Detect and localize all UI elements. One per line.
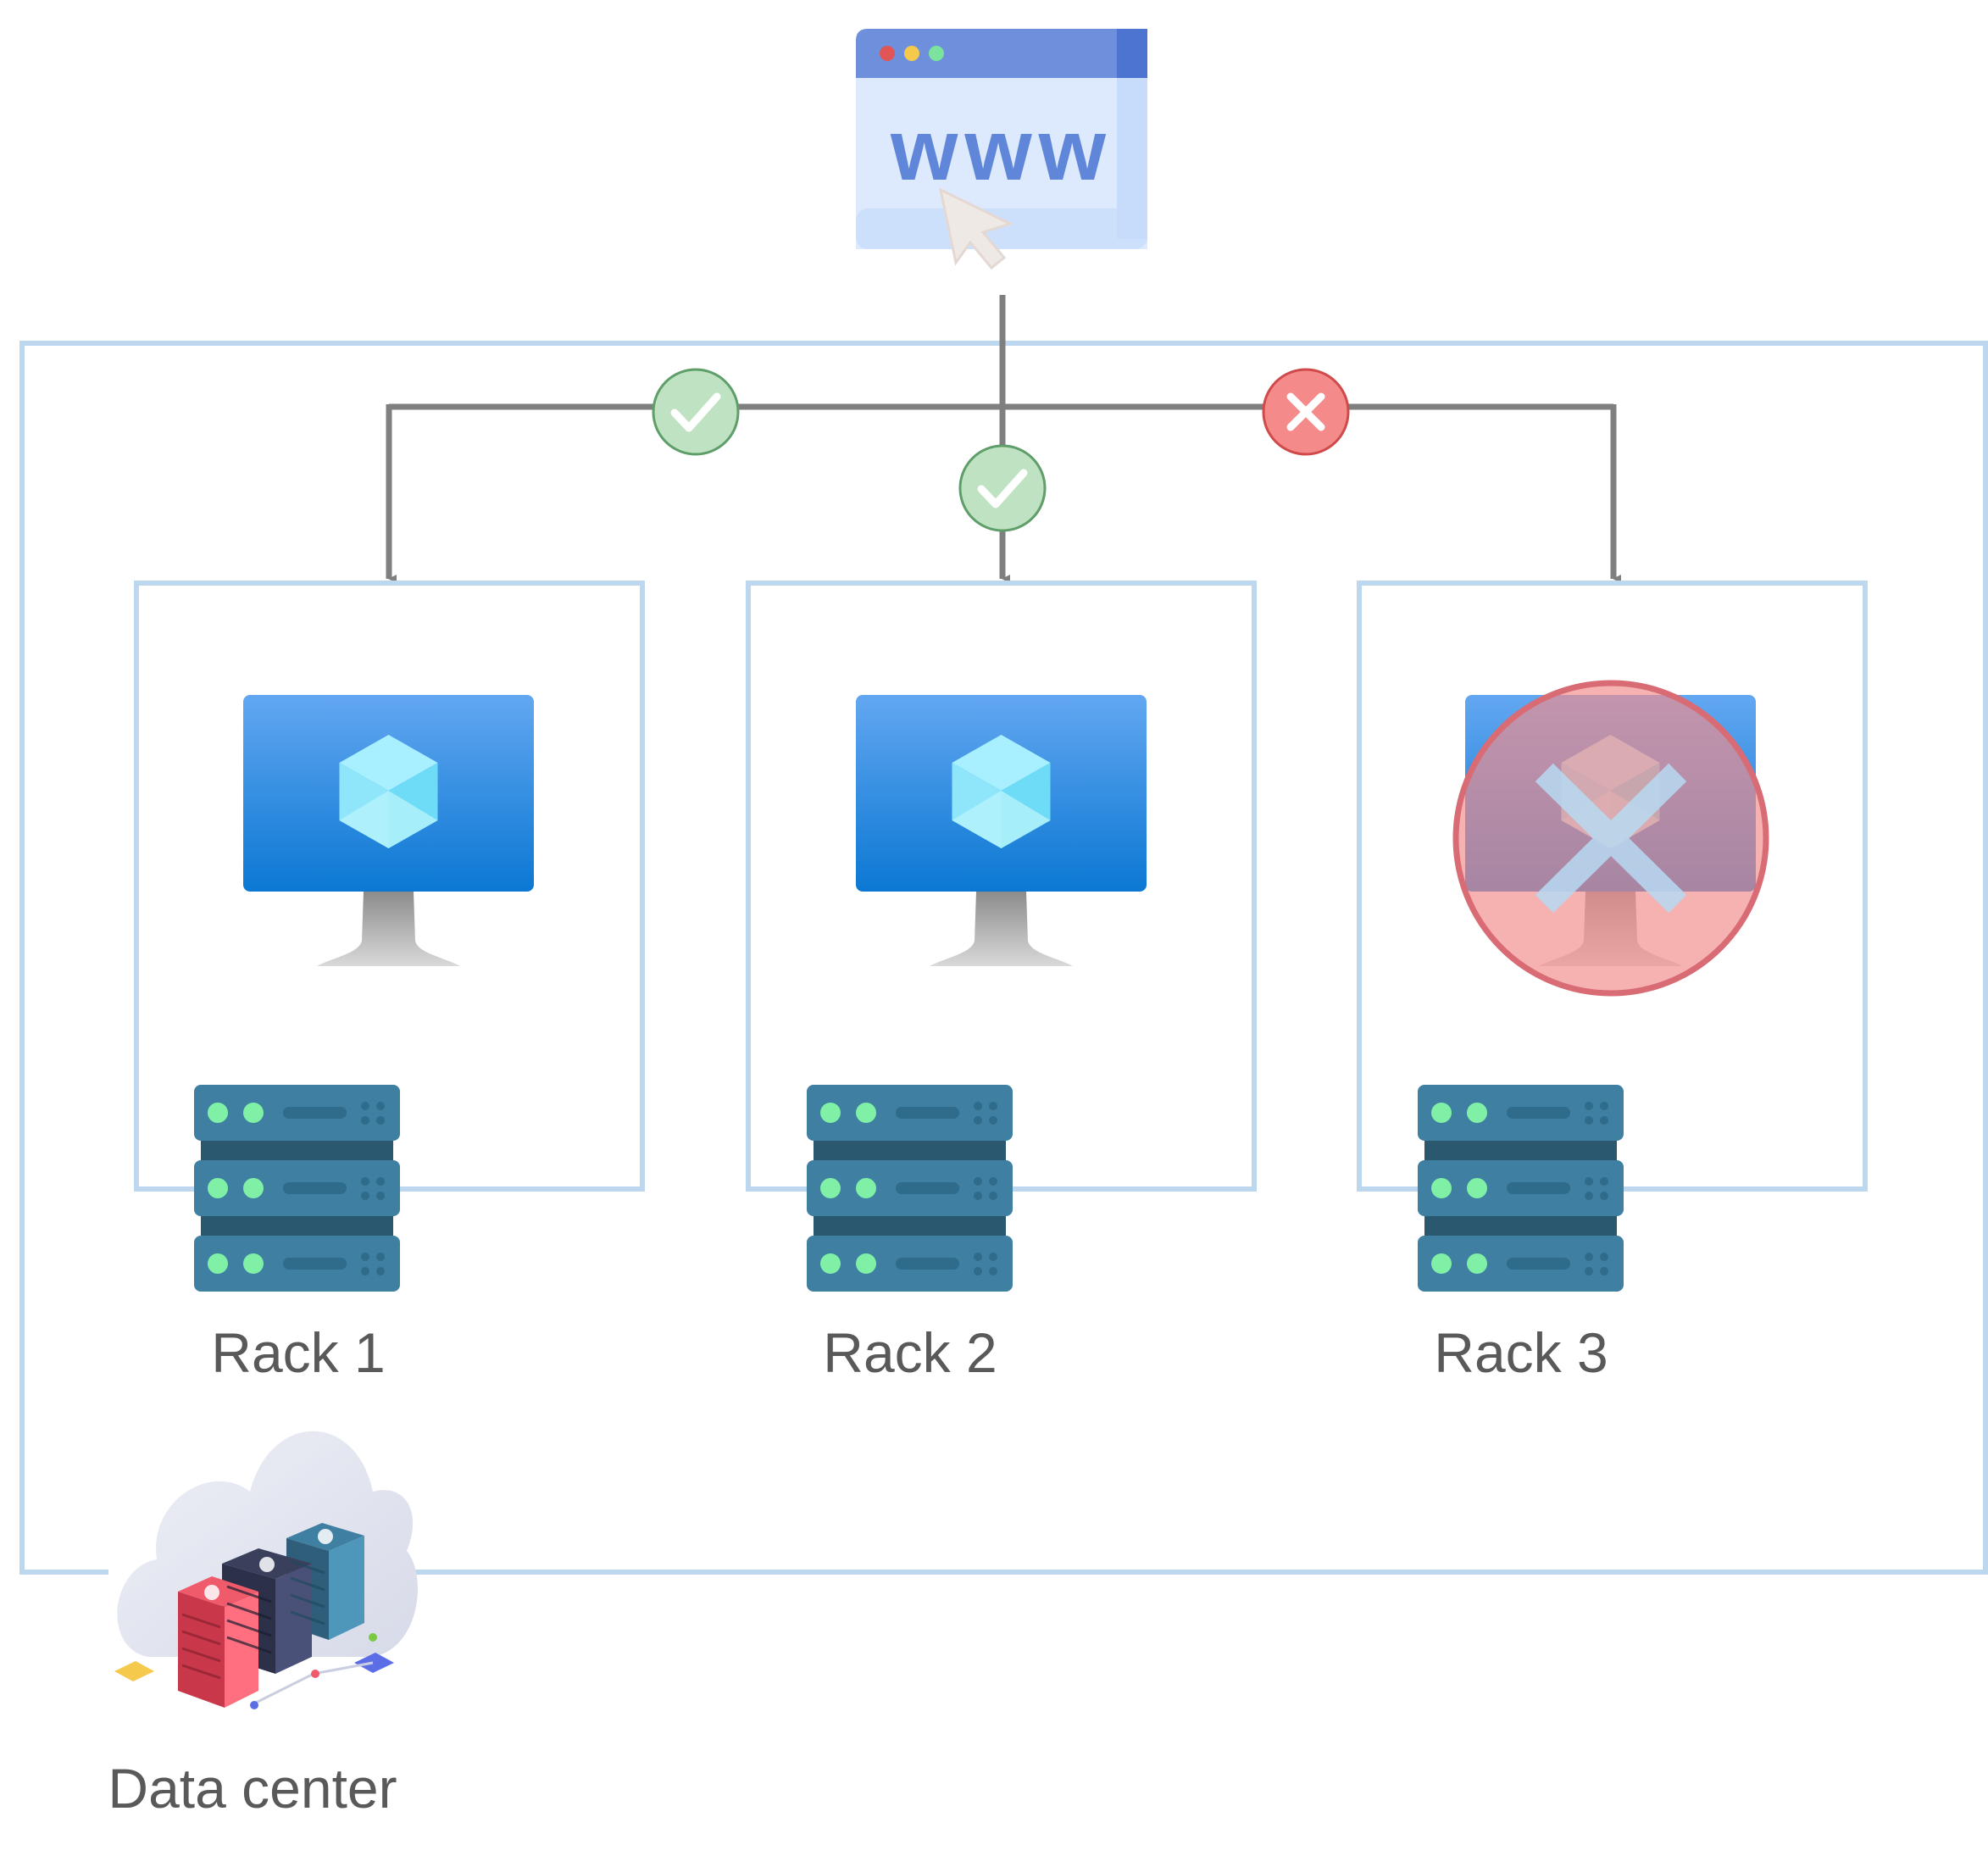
vm-monitor-icon-rack2	[856, 695, 1147, 966]
vm-monitor-icon-rack1	[243, 695, 534, 966]
server-rack-icon-rack1	[194, 1085, 400, 1292]
datacenter-label: Data center	[108, 1757, 397, 1820]
connection-status-rack1	[652, 368, 740, 456]
check-icon	[670, 392, 721, 432]
browser-www-icon: www	[856, 29, 1147, 270]
connection-status-rack2	[958, 444, 1047, 532]
rack2-label: Rack 2	[823, 1321, 997, 1384]
vm-failed-rack3	[1452, 680, 1769, 997]
check-icon	[977, 469, 1028, 508]
connection-status-rack3	[1262, 368, 1350, 456]
www-text: www	[890, 102, 1113, 198]
rack3-label: Rack 3	[1434, 1321, 1608, 1384]
datacenter-cloud-icon	[114, 1431, 418, 1709]
rack1-label: Rack 1	[211, 1321, 386, 1384]
failed-cross-icon	[1535, 763, 1687, 914]
connectors	[386, 295, 1621, 583]
cursor-icon	[938, 187, 1014, 270]
server-rack-icon-rack2	[807, 1085, 1013, 1292]
cross-icon	[1286, 392, 1325, 431]
server-rack-icon-rack3	[1418, 1085, 1624, 1292]
